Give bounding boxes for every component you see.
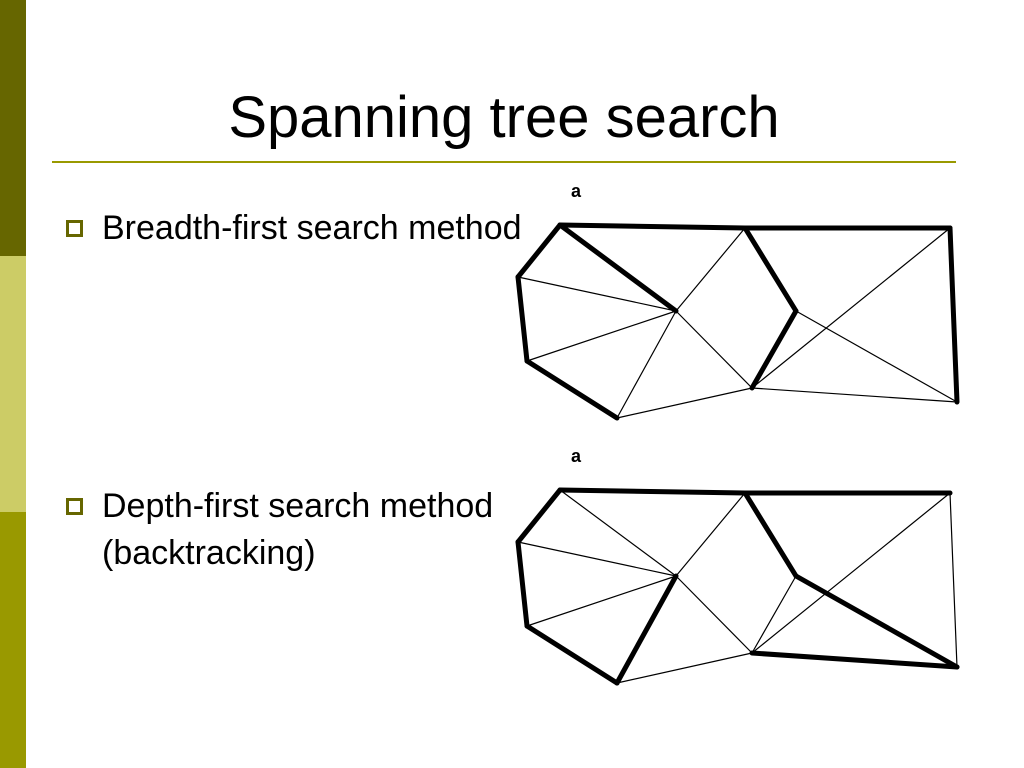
tree-edge-J-E xyxy=(614,573,679,686)
graph-edge-D-E xyxy=(517,276,677,312)
tree-edge-A-B xyxy=(557,222,748,231)
graph-edge-E-H xyxy=(675,575,753,654)
tree-edge-A-D xyxy=(515,487,563,545)
tree-edge-H-I xyxy=(749,650,960,670)
title-divider xyxy=(52,161,956,163)
tree-edge-F-H xyxy=(749,308,799,391)
graph-edge-C-H xyxy=(751,492,951,654)
bfs-spanning-tree-diagram: a xyxy=(505,175,980,425)
graph-edge-H-I xyxy=(751,387,958,403)
accent-bar-bottom xyxy=(0,512,26,768)
square-bullet-icon xyxy=(66,498,83,515)
dfs-spanning-tree-diagram: a xyxy=(505,440,980,690)
tree-edge-A-D xyxy=(515,222,563,280)
graph-edge-G-E xyxy=(526,575,677,627)
dfs-graph-svg: a xyxy=(515,446,960,686)
accent-bar-top xyxy=(0,0,26,256)
tree-edge-B-F xyxy=(742,490,799,579)
graph-edge-F-H xyxy=(751,575,797,654)
tree-edge-D-G xyxy=(515,274,530,364)
bullet-text-dfs: Depth-first search method (backtracking) xyxy=(102,487,494,572)
bullet-text-bfs: Breadth-first search method xyxy=(102,209,522,247)
tree-edge-D-G xyxy=(515,539,530,629)
graph-edge-E-H xyxy=(675,310,753,389)
graph-edge-J-E xyxy=(616,310,677,419)
bfs-graph-svg: a xyxy=(515,181,960,421)
graph-edge-J-H xyxy=(616,387,753,419)
graph-edge-G-E xyxy=(526,310,677,362)
graph-edge-E-B xyxy=(675,492,746,577)
tree-edge-A-E xyxy=(557,222,679,314)
start-node-label: a xyxy=(571,446,582,466)
tree-edge-F-I xyxy=(793,573,960,670)
graph-edge-J-H xyxy=(616,652,753,684)
graph-edge-F-I xyxy=(795,310,958,403)
graph-edge-C-I xyxy=(949,492,958,668)
start-node-label: a xyxy=(571,181,582,201)
tree-edge-A-B xyxy=(557,487,748,496)
tree-edge-C-I xyxy=(947,225,960,405)
graph-edge-C-H xyxy=(751,227,951,389)
tree-edge-B-F xyxy=(742,225,799,314)
graph-edge-A-E xyxy=(559,489,677,577)
square-bullet-icon xyxy=(66,220,83,237)
slide-title: Spanning tree search xyxy=(228,85,780,150)
tree-edge-G-J xyxy=(524,358,620,421)
tree-edge-G-J xyxy=(524,623,620,686)
accent-bar-middle xyxy=(0,256,26,512)
graph-edge-E-B xyxy=(675,227,746,312)
graph-edge-D-E xyxy=(517,541,677,577)
